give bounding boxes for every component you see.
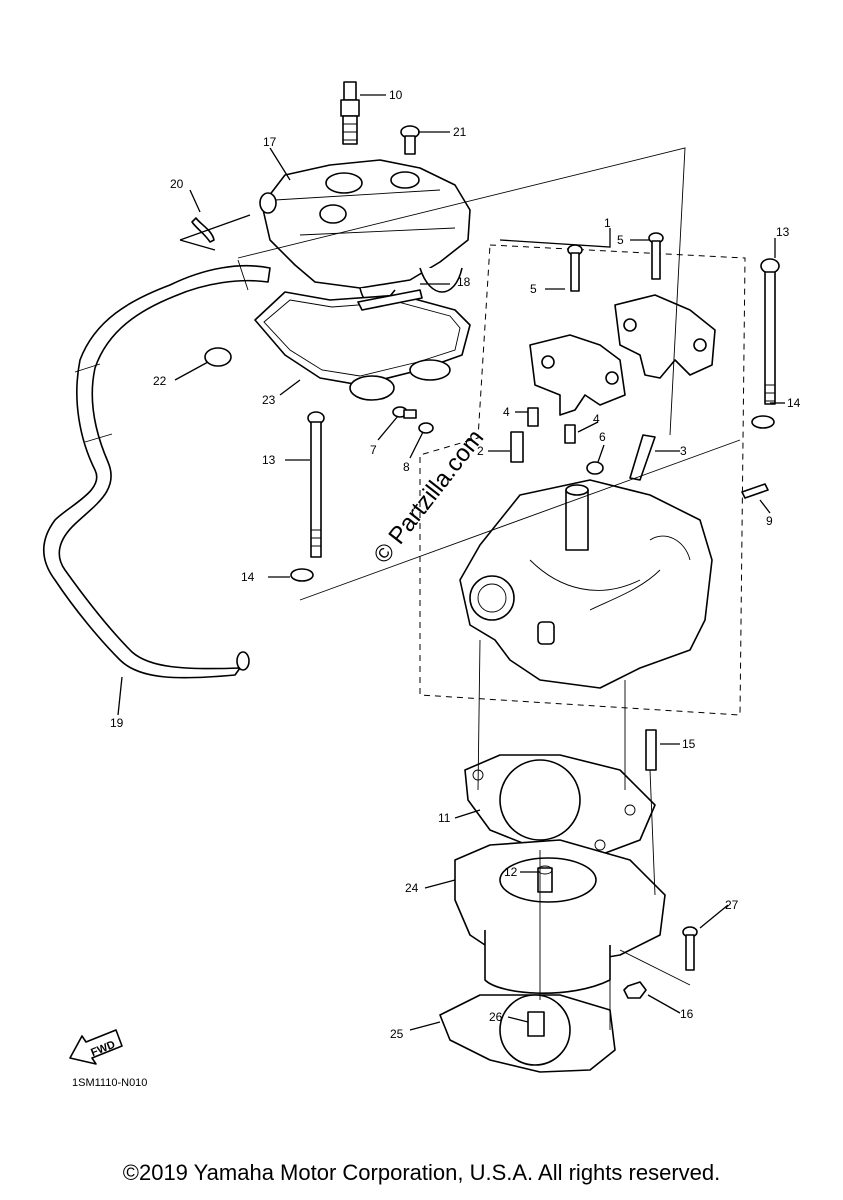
part-labels: 1 2 3 4 4 5 5 6 7 8 9 10 11 12 13 13 14 … (110, 88, 801, 1041)
camshaft-cap-left (529, 334, 626, 416)
camshaft-cap-right (614, 294, 716, 379)
label-5a: 5 (530, 282, 537, 296)
label-14b: 14 (787, 396, 801, 410)
label-6: 6 (599, 430, 606, 444)
label-3: 3 (680, 444, 687, 458)
leader-lines (117, 94, 785, 1031)
label-7: 7 (370, 443, 377, 457)
label-13a: 13 (262, 453, 276, 467)
label-19: 19 (110, 716, 124, 730)
stud-15 (645, 729, 657, 771)
label-10: 10 (389, 88, 403, 102)
label-23: 23 (262, 393, 276, 407)
label-14a: 14 (241, 570, 255, 584)
label-21: 21 (453, 125, 467, 139)
clip (191, 217, 215, 243)
label-4b: 4 (593, 412, 600, 426)
cylinder-head (459, 479, 713, 689)
label-12: 12 (504, 865, 518, 879)
head-bolt-left (307, 411, 325, 558)
cover-bolt (400, 125, 420, 155)
valve-guide-3 (629, 434, 656, 481)
cap-bolt-right (648, 232, 664, 280)
label-24: 24 (405, 881, 419, 895)
valve-cover (259, 159, 471, 306)
label-18: 18 (457, 275, 471, 289)
nut-16 (623, 981, 647, 999)
label-27: 27 (725, 898, 739, 912)
dowel-pin-a (527, 407, 539, 427)
label-15: 15 (682, 737, 696, 751)
head-bolt-right (760, 258, 780, 405)
bracket (357, 289, 423, 311)
bolt-7 (392, 406, 417, 419)
cylinder (454, 839, 666, 994)
bolt-27 (682, 926, 698, 971)
label-17: 17 (263, 135, 277, 149)
label-1: 1 (604, 216, 611, 230)
dowel-26 (527, 1011, 545, 1037)
head-gasket (464, 754, 656, 856)
label-5b: 5 (617, 233, 624, 247)
label-20: 20 (170, 177, 184, 191)
spark-plug (340, 81, 360, 145)
assembly-box-outline (419, 244, 746, 716)
washer-14-right (751, 415, 775, 429)
label-26: 26 (489, 1010, 503, 1024)
diagram-code: 1SM1110-N010 (72, 1077, 147, 1089)
washer-14-left (290, 568, 314, 582)
label-2: 2 (477, 444, 484, 458)
label-9: 9 (766, 514, 773, 528)
grommet (204, 347, 232, 367)
label-8: 8 (403, 460, 410, 474)
label-4a: 4 (503, 405, 510, 419)
label-11: 11 (438, 811, 451, 825)
breather-hose (43, 259, 271, 679)
valve-guide-2 (510, 431, 524, 463)
dowel-pin-b (564, 424, 576, 444)
cap-bolt-left (567, 244, 583, 292)
label-22: 22 (153, 374, 167, 388)
seal-6 (586, 461, 604, 475)
label-16: 16 (680, 1007, 694, 1021)
washer-8 (418, 422, 434, 434)
stud-9 (741, 483, 769, 499)
partzilla-watermark: © Partzilla.com (368, 425, 489, 569)
label-13b: 13 (776, 225, 790, 239)
fwd-arrow-icon: FWD (69, 1029, 123, 1065)
copyright-notice: ©2019 Yamaha Motor Corporation, U.S.A. A… (122, 1160, 721, 1185)
label-25: 25 (390, 1027, 404, 1041)
